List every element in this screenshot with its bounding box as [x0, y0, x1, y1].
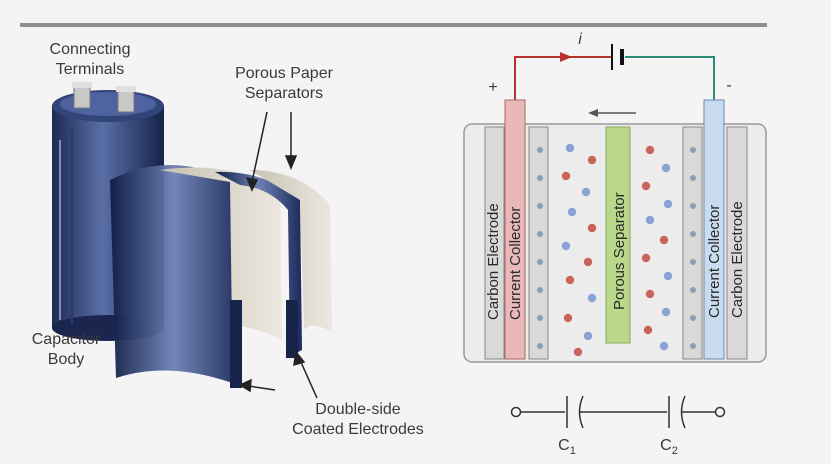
ion-flow-arrow-icon [588, 109, 636, 117]
porous-separator-label: Porous Separator [611, 192, 628, 310]
ion-dot [690, 343, 696, 349]
ion-dot [583, 331, 593, 341]
ion-dot [690, 147, 696, 153]
carbon-electrode-left-label: Carbon Electrode [485, 203, 502, 320]
ion-dot [659, 235, 669, 245]
porous-separator [605, 126, 631, 344]
ion-dot [573, 347, 583, 357]
electrode-sheets [110, 165, 332, 388]
ion-particles [537, 143, 696, 357]
current-collector-left [504, 99, 526, 360]
ion-dot [690, 287, 696, 293]
ion-dot [561, 171, 571, 181]
ion-dot [641, 253, 651, 263]
ion-dot [661, 163, 671, 173]
ion-dot [583, 257, 593, 267]
ion-dot [663, 271, 673, 281]
connecting-terminals-label: Connecting Terminals [49, 41, 131, 78]
top-divider [20, 23, 767, 27]
ion-dot [537, 147, 543, 153]
ion-dot [661, 307, 671, 317]
ion-dot [659, 341, 669, 351]
minus-sign: - [726, 77, 732, 94]
ion-dot [537, 203, 543, 209]
ion-dot [645, 145, 655, 155]
ion-dot [537, 343, 543, 349]
ion-dot [587, 223, 597, 233]
carbon-electrode-right-inner [682, 126, 703, 360]
terminal-icon [72, 82, 136, 113]
ion-dot [565, 143, 575, 153]
ion-dot [690, 175, 696, 181]
ion-dot [537, 287, 543, 293]
ion-dot [563, 313, 573, 323]
capacitor-body-label: Capacitor Body [31, 331, 101, 368]
ion-dot [690, 203, 696, 209]
ion-dot [567, 207, 577, 217]
carbon-electrode-right-label: Carbon Electrode [729, 201, 746, 318]
external-circuit [514, 44, 715, 100]
ion-dot [587, 155, 597, 165]
c1-label: C1 [558, 437, 576, 458]
ion-dot [663, 199, 673, 209]
ion-dot [537, 231, 543, 237]
current-collector-left-label: Current Collector [507, 207, 524, 320]
leader-lines [238, 111, 318, 399]
ion-dot [537, 315, 543, 321]
carbon-electrode-left [484, 126, 505, 360]
ion-dot [643, 325, 653, 335]
carbon-electrode-left-inner [528, 126, 549, 360]
ion-dot [561, 241, 571, 251]
ion-dot [645, 289, 655, 299]
ion-dot [690, 231, 696, 237]
c2-label: C2 [660, 437, 678, 458]
series-capacitor-circuit [510, 395, 726, 429]
double-side-electrodes-label: Double-side Coated Electrodes [292, 401, 424, 438]
current-collector-right [703, 99, 725, 360]
ion-dot [690, 259, 696, 265]
carbon-electrode-right [726, 126, 748, 360]
ion-dot [641, 181, 651, 191]
current-collector-right-label: Current Collector [706, 205, 723, 318]
porous-paper-separators-label: Porous Paper Separators [235, 65, 333, 102]
plus-sign: + [488, 79, 498, 96]
ion-dot [537, 259, 543, 265]
ion-dot [690, 315, 696, 321]
ion-dot [587, 293, 597, 303]
ion-dot [645, 215, 655, 225]
current-label: i [578, 31, 582, 48]
ion-dot [581, 187, 591, 197]
current-arrow-icon [560, 52, 572, 62]
ion-dot [565, 275, 575, 285]
ion-dot [537, 175, 543, 181]
